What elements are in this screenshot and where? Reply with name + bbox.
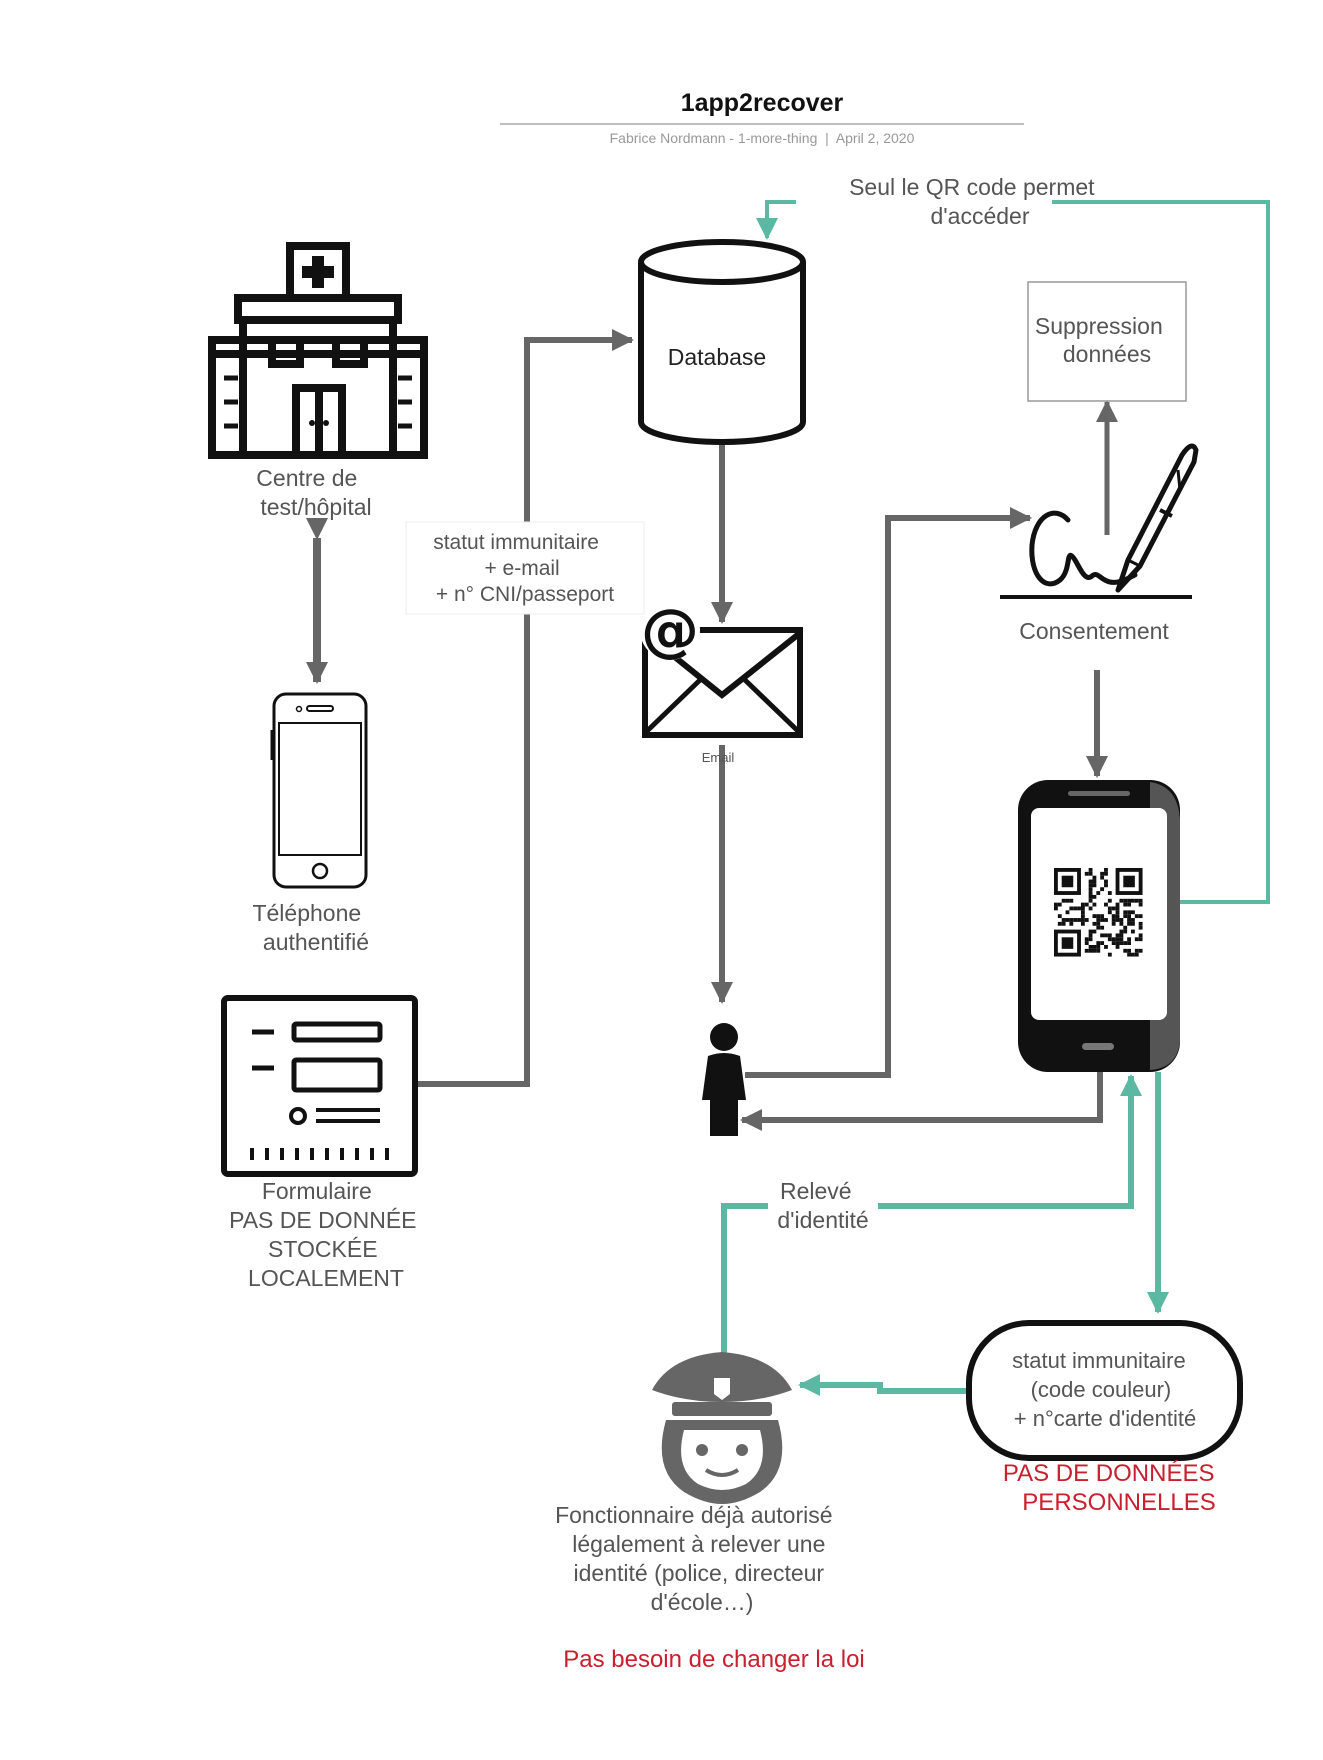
- note-line: PAS DE DONNÉES: [1003, 1460, 1215, 1487]
- edge-label-line: Seul le QR code permet: [849, 174, 1095, 200]
- teal-connectors: [721, 200, 1270, 1396]
- form-label-line: STOCKÉE: [268, 1236, 378, 1262]
- no-law-change-note: Pas besoin de changer la loi: [563, 1646, 865, 1673]
- at-sign-icon: @: [641, 596, 699, 664]
- svg-text:Seul le QR code permet d: Seul le QR code permet d'accéder: [849, 174, 1101, 229]
- form-to-db-label: statut immunitaire + e-mail + n° CNI/pas…: [405, 521, 645, 615]
- status-to-official-arrow: [798, 1374, 967, 1396]
- svg-text:statut immunitaire (code: statut immunitaire (code couleur) + n°ca…: [1012, 1348, 1196, 1431]
- svg-text:statut immunitaire + e-m: statut immunitaire + e-mail + n° CNI/pas…: [433, 531, 614, 606]
- phone-label-line: authentifié: [263, 929, 369, 955]
- database-label: Database: [668, 344, 766, 370]
- form-label-line: PAS DE DONNÉE: [229, 1207, 416, 1233]
- hospital-label-line: test/hôpital: [260, 494, 371, 520]
- qr-access-arrow: [756, 200, 796, 240]
- smartphone-icon: [270, 692, 368, 889]
- hospital-icon: [208, 242, 428, 459]
- deletion-rect: [1027, 281, 1187, 402]
- edge-label-box: [800, 168, 1050, 232]
- note-line: PERSONNELLES: [1022, 1489, 1215, 1516]
- deletion-box: Suppression données: [1027, 281, 1187, 402]
- id-check-label: Relevé d'identité: [768, 1172, 878, 1234]
- official-label-line: identité (police, directeur: [574, 1560, 825, 1586]
- person-to-consent-arrow: [745, 507, 1032, 1078]
- email-icon: @: [640, 596, 803, 738]
- status-rect: [966, 1320, 1243, 1461]
- status-label-line: (code couleur): [1031, 1377, 1172, 1402]
- qr-access-label: Seul le QR code permet d'accéder: [800, 168, 1101, 232]
- database-icon: [638, 239, 806, 445]
- edge-label-box: [405, 521, 645, 615]
- svg-text:Suppression données: Suppression données: [1035, 313, 1169, 367]
- gray-connectors: [306, 329, 1118, 1131]
- edge-label-line: + e-mail: [484, 557, 559, 580]
- email-label: Email: [702, 750, 735, 765]
- qr-access-line-right: [1052, 200, 1270, 904]
- identity-check-arrow: [721, 1074, 1142, 1355]
- hospital-label-line: Centre de: [256, 465, 357, 491]
- edge-label-line: d'accéder: [930, 203, 1029, 229]
- svg-text:Relevé d'identité: Relevé d'identité: [777, 1178, 868, 1233]
- consent-label: Consentement: [1019, 618, 1169, 644]
- status-box: statut immunitaire (code couleur) + n°ca…: [966, 1320, 1243, 1461]
- edge-label-line: + n° CNI/passeport: [436, 583, 614, 606]
- official-label-line: Fonctionnaire déjà autorisé: [555, 1502, 832, 1528]
- form-label-line: LOCALEMENT: [248, 1265, 404, 1291]
- status-label-line: statut immunitaire: [1012, 1348, 1186, 1373]
- official-label-line: d'école…): [651, 1589, 754, 1615]
- page-title: 1app2recover: [681, 89, 844, 117]
- deletion-label-line: Suppression: [1035, 313, 1163, 339]
- person-icon: [702, 1023, 746, 1136]
- edge-label-line: Relevé: [780, 1178, 852, 1204]
- form-icon: [221, 995, 418, 1177]
- edge-label-line: statut immunitaire: [433, 531, 599, 554]
- deletion-label-line: données: [1063, 341, 1151, 367]
- form-label-line: Formulaire: [262, 1178, 372, 1204]
- edge-label-box: [768, 1172, 878, 1234]
- edge-label-line: d'identité: [777, 1207, 868, 1233]
- official-label-line: légalement à relever une: [572, 1531, 825, 1557]
- phone-label: Téléphone authentifié: [252, 900, 369, 955]
- page-subtitle: Fabrice Nordmann - 1-more-thing | April …: [610, 130, 915, 146]
- official-label: Fonctionnaire déjà autorisé légalement à…: [555, 1502, 839, 1615]
- police-officer-icon: [652, 1352, 792, 1504]
- qr-code-icon: [1054, 868, 1143, 957]
- no-personal-data-note: PAS DE DONNÉES PERSONNELLES: [1003, 1460, 1221, 1516]
- signature-icon: [1000, 443, 1199, 599]
- status-label-line: + n°carte d'identité: [1014, 1406, 1196, 1431]
- form-to-database-arrow: [416, 329, 634, 1087]
- phone-label-line: Téléphone: [252, 900, 361, 926]
- form-label: Formulaire PAS DE DONNÉE STOCKÉE LOCALEM…: [229, 1178, 423, 1291]
- app-to-person-arrow: [740, 1072, 1103, 1131]
- hospital-label: Centre de test/hôpital: [256, 465, 371, 520]
